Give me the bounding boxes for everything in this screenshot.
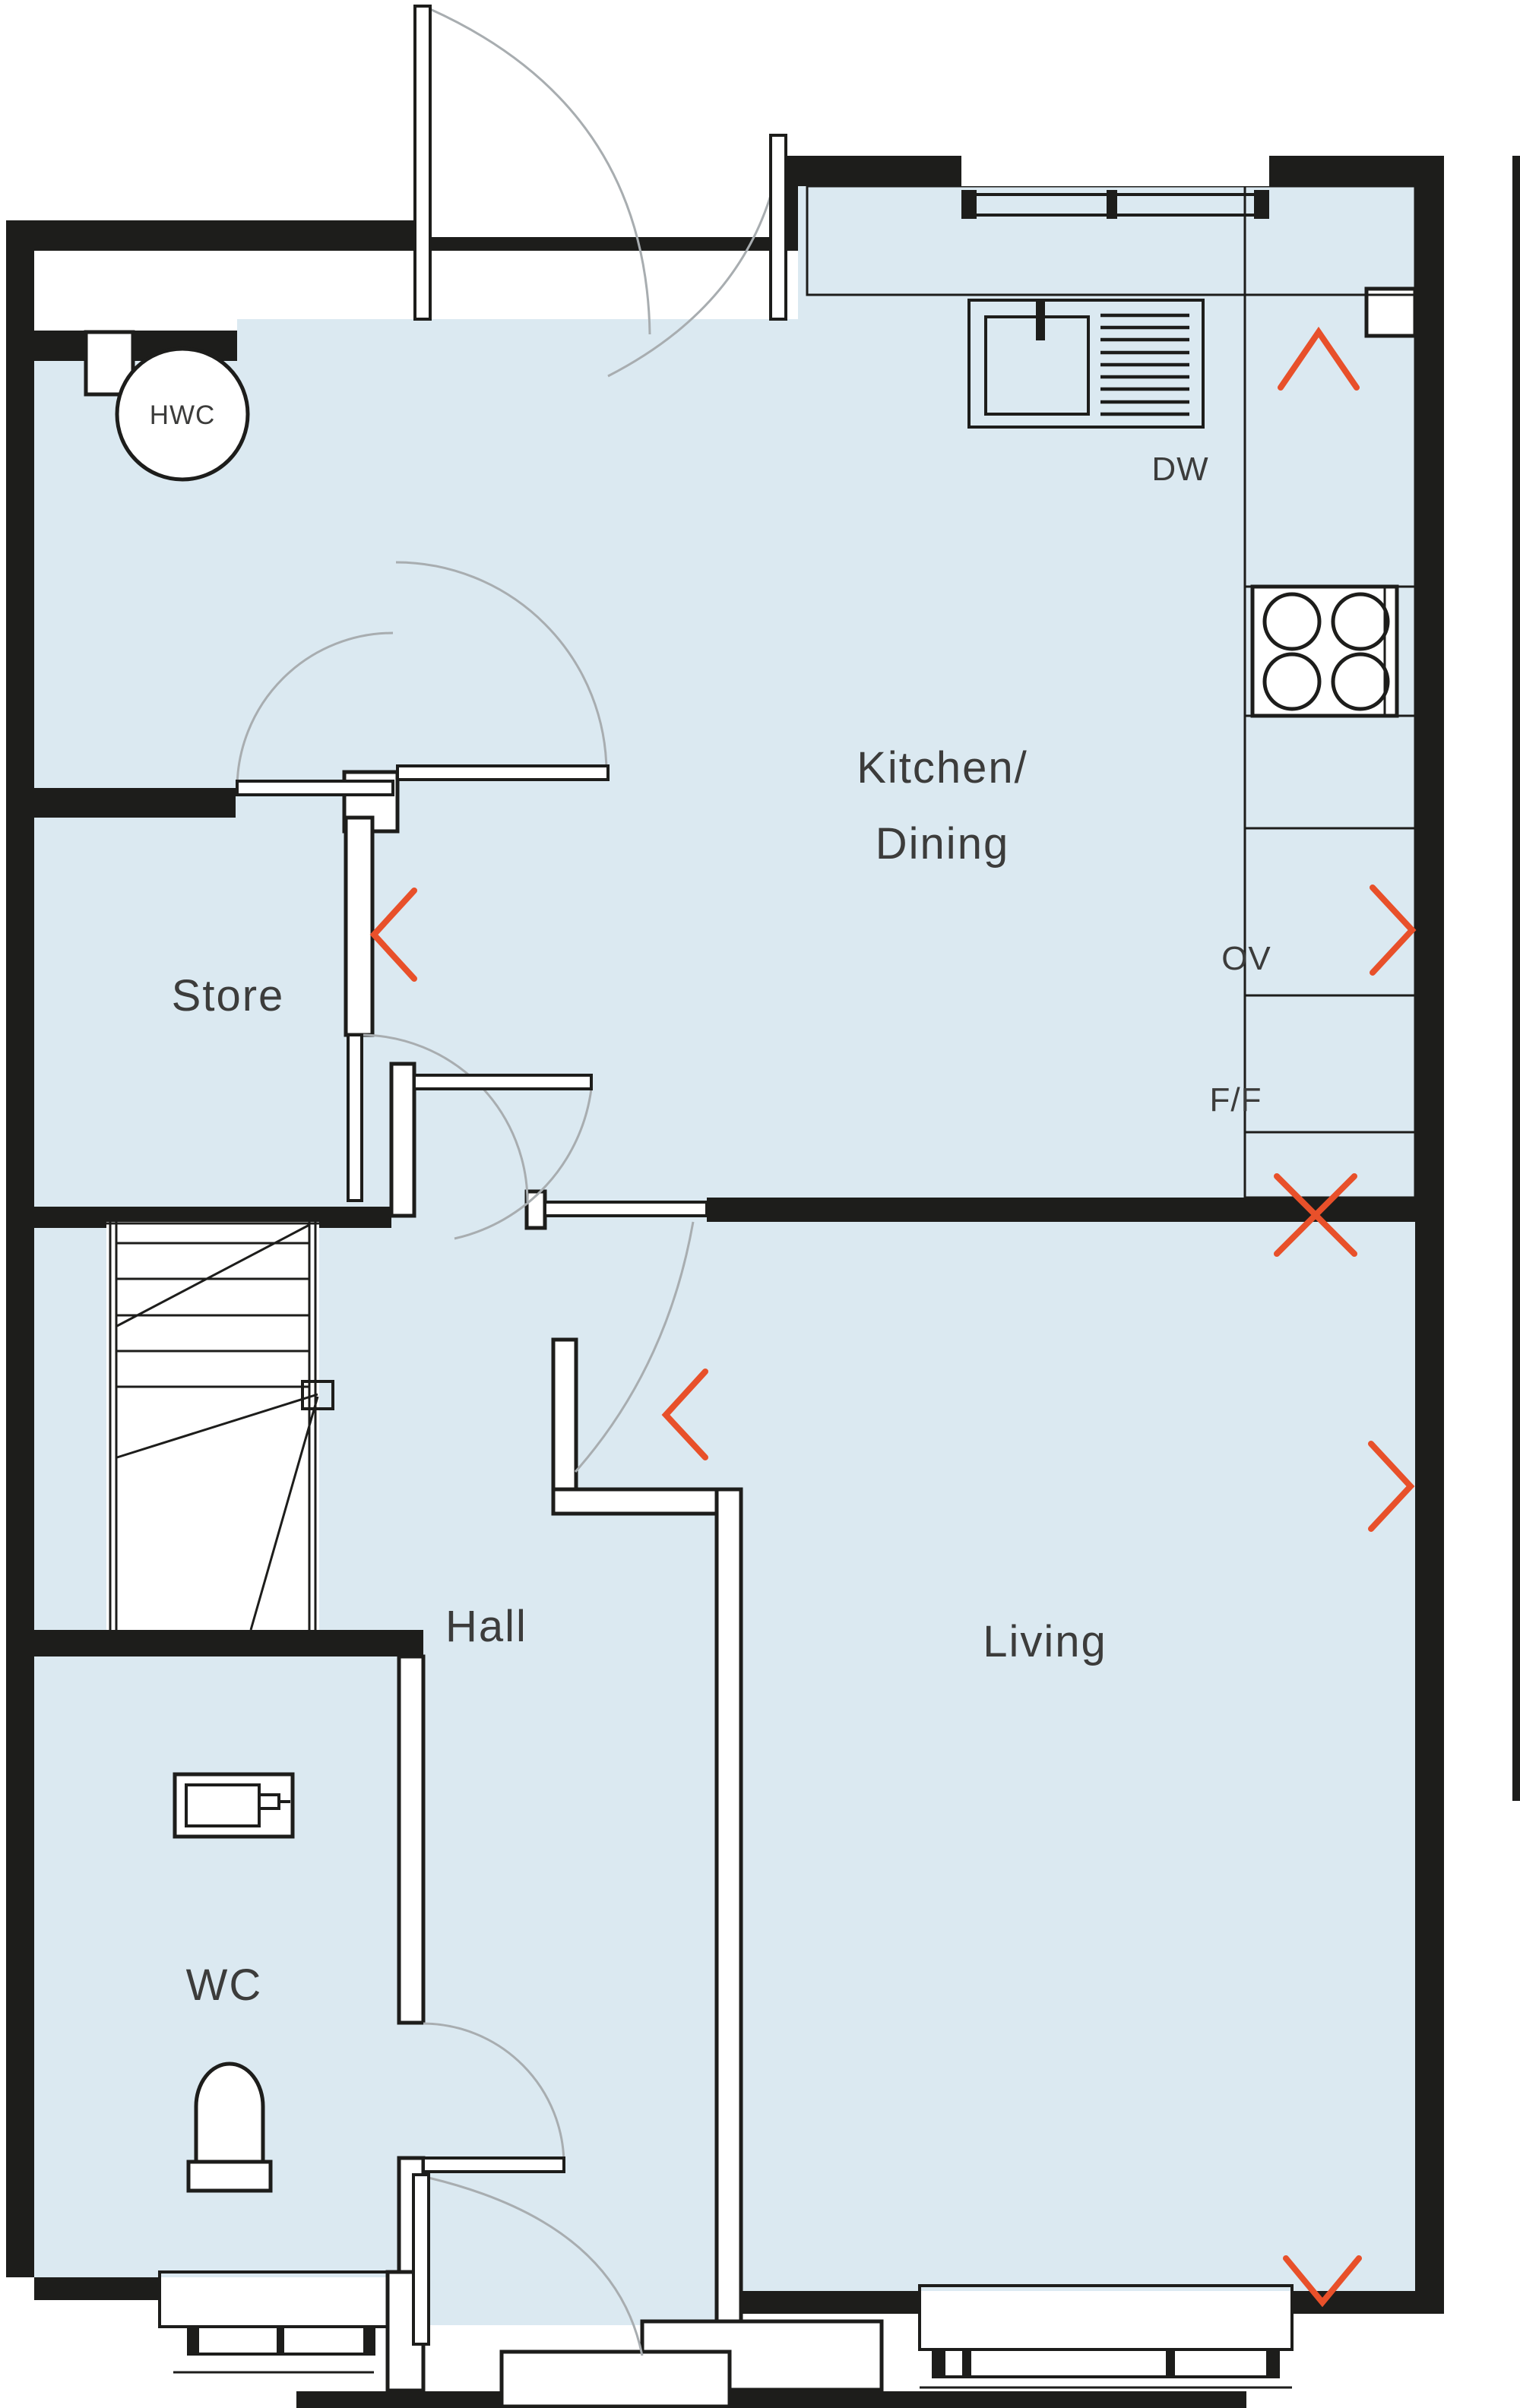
- wall-top-right-b: [1269, 156, 1415, 186]
- room-label-wc: WC: [186, 1960, 263, 2010]
- hob-burners: [1262, 592, 1390, 711]
- entrance-threshold: [423, 237, 772, 251]
- floor-area: [34, 186, 1415, 2325]
- room-label-living: Living: [983, 1617, 1107, 1666]
- front-door-arc: [428, 2176, 644, 2356]
- living-door-arc: [574, 1221, 695, 1473]
- kitchen-door-arc: [395, 561, 608, 774]
- neighbour-wall-bottom: [296, 2391, 1246, 2408]
- hwc-label: HWC: [150, 400, 216, 430]
- staircase: [106, 1222, 334, 1631]
- partition-lower: [714, 1487, 743, 2327]
- store-door: [347, 1033, 363, 1202]
- store-right-wall: [344, 815, 375, 1037]
- hall-door: [413, 1074, 593, 1090]
- wall-living-bottom-left: [741, 2291, 920, 2314]
- hwc-cupboard-door: [236, 780, 394, 796]
- orange-markers: [369, 326, 1417, 2308]
- room-label-kitchen-line2: Dining: [876, 819, 1009, 869]
- chevron-right-kitchen-icon: [1370, 884, 1417, 976]
- wall-wc-bottom: [34, 2277, 160, 2300]
- room-label-kitchen-line1: Kitchen/: [857, 743, 1028, 793]
- wc-door-arc: [423, 2022, 565, 2166]
- windows: [158, 156, 1294, 2389]
- divider-jamb: [524, 1189, 547, 1230]
- partition-jog: [551, 1487, 743, 1516]
- door-leaves: [236, 5, 787, 2346]
- chevron-left-store-icon: [369, 888, 417, 982]
- counter-corner-seam: [1364, 286, 1417, 338]
- front-door: [412, 2173, 430, 2346]
- sink-unit: [967, 299, 1205, 429]
- label-oven: OV: [1221, 940, 1271, 977]
- wall-top-left: [34, 220, 423, 251]
- living-window-bay: [918, 2284, 1294, 2389]
- entrance-door-arc-left: [429, 8, 651, 335]
- hob: [1250, 584, 1399, 718]
- hot-water-cylinder: HWC: [115, 346, 250, 482]
- label-dishwasher: DW: [1151, 451, 1208, 488]
- wc-right-wall: [397, 1654, 426, 2025]
- wall-right: [1415, 156, 1444, 2314]
- neighbour-wall-right: [1512, 156, 1520, 1801]
- wc-door: [422, 2156, 565, 2173]
- wall-store-top: [34, 788, 236, 818]
- room-label-hall: Hall: [445, 1602, 527, 1651]
- toilet-cistern: [186, 2160, 273, 2193]
- hall-pier: [389, 1062, 416, 1218]
- stair-newel: [301, 1380, 334, 1410]
- wall-left: [6, 220, 34, 2277]
- wall-stairs-wc: [34, 1630, 423, 1656]
- front-door-threshold: [499, 2349, 732, 2408]
- partition-upper: [551, 1337, 578, 1505]
- sink-tap: [1036, 301, 1045, 340]
- entrance-door-leaf-left: [413, 5, 432, 321]
- wall-living-bottom-right: [1292, 2291, 1415, 2314]
- living-door: [543, 1201, 708, 1217]
- sink-drainer: [1100, 313, 1189, 416]
- wall-top-right-a: [798, 156, 961, 186]
- chevron-right-living-icon: [1368, 1441, 1415, 1532]
- kitchen-window: [961, 156, 1269, 219]
- room-label-store: Store: [172, 971, 285, 1020]
- wc-window-bay: [158, 2270, 389, 2374]
- entrance-door-leaf-right: [769, 134, 787, 321]
- wc-fixtures: [173, 1772, 295, 2193]
- hall-door-arc: [454, 1088, 593, 1240]
- kitchen-units: [806, 185, 1428, 1199]
- x-cross-icon: [1274, 1173, 1357, 1257]
- hwc-cupboard-arc: [236, 631, 394, 789]
- appliance-labels: DW OV F/F: [1151, 451, 1271, 1119]
- chevron-up-icon: [1278, 326, 1360, 391]
- chevron-down-icon: [1283, 2255, 1362, 2308]
- wall-kitchen-living-divider: [707, 1198, 1415, 1222]
- toilet: [194, 2062, 265, 2164]
- label-fridge-freezer: F/F: [1210, 1081, 1262, 1119]
- room-labels: Kitchen/ Dining Store Hall Living WC: [172, 743, 1107, 2010]
- chevron-left-hall-icon: [661, 1369, 708, 1460]
- kitchen-door: [396, 764, 610, 781]
